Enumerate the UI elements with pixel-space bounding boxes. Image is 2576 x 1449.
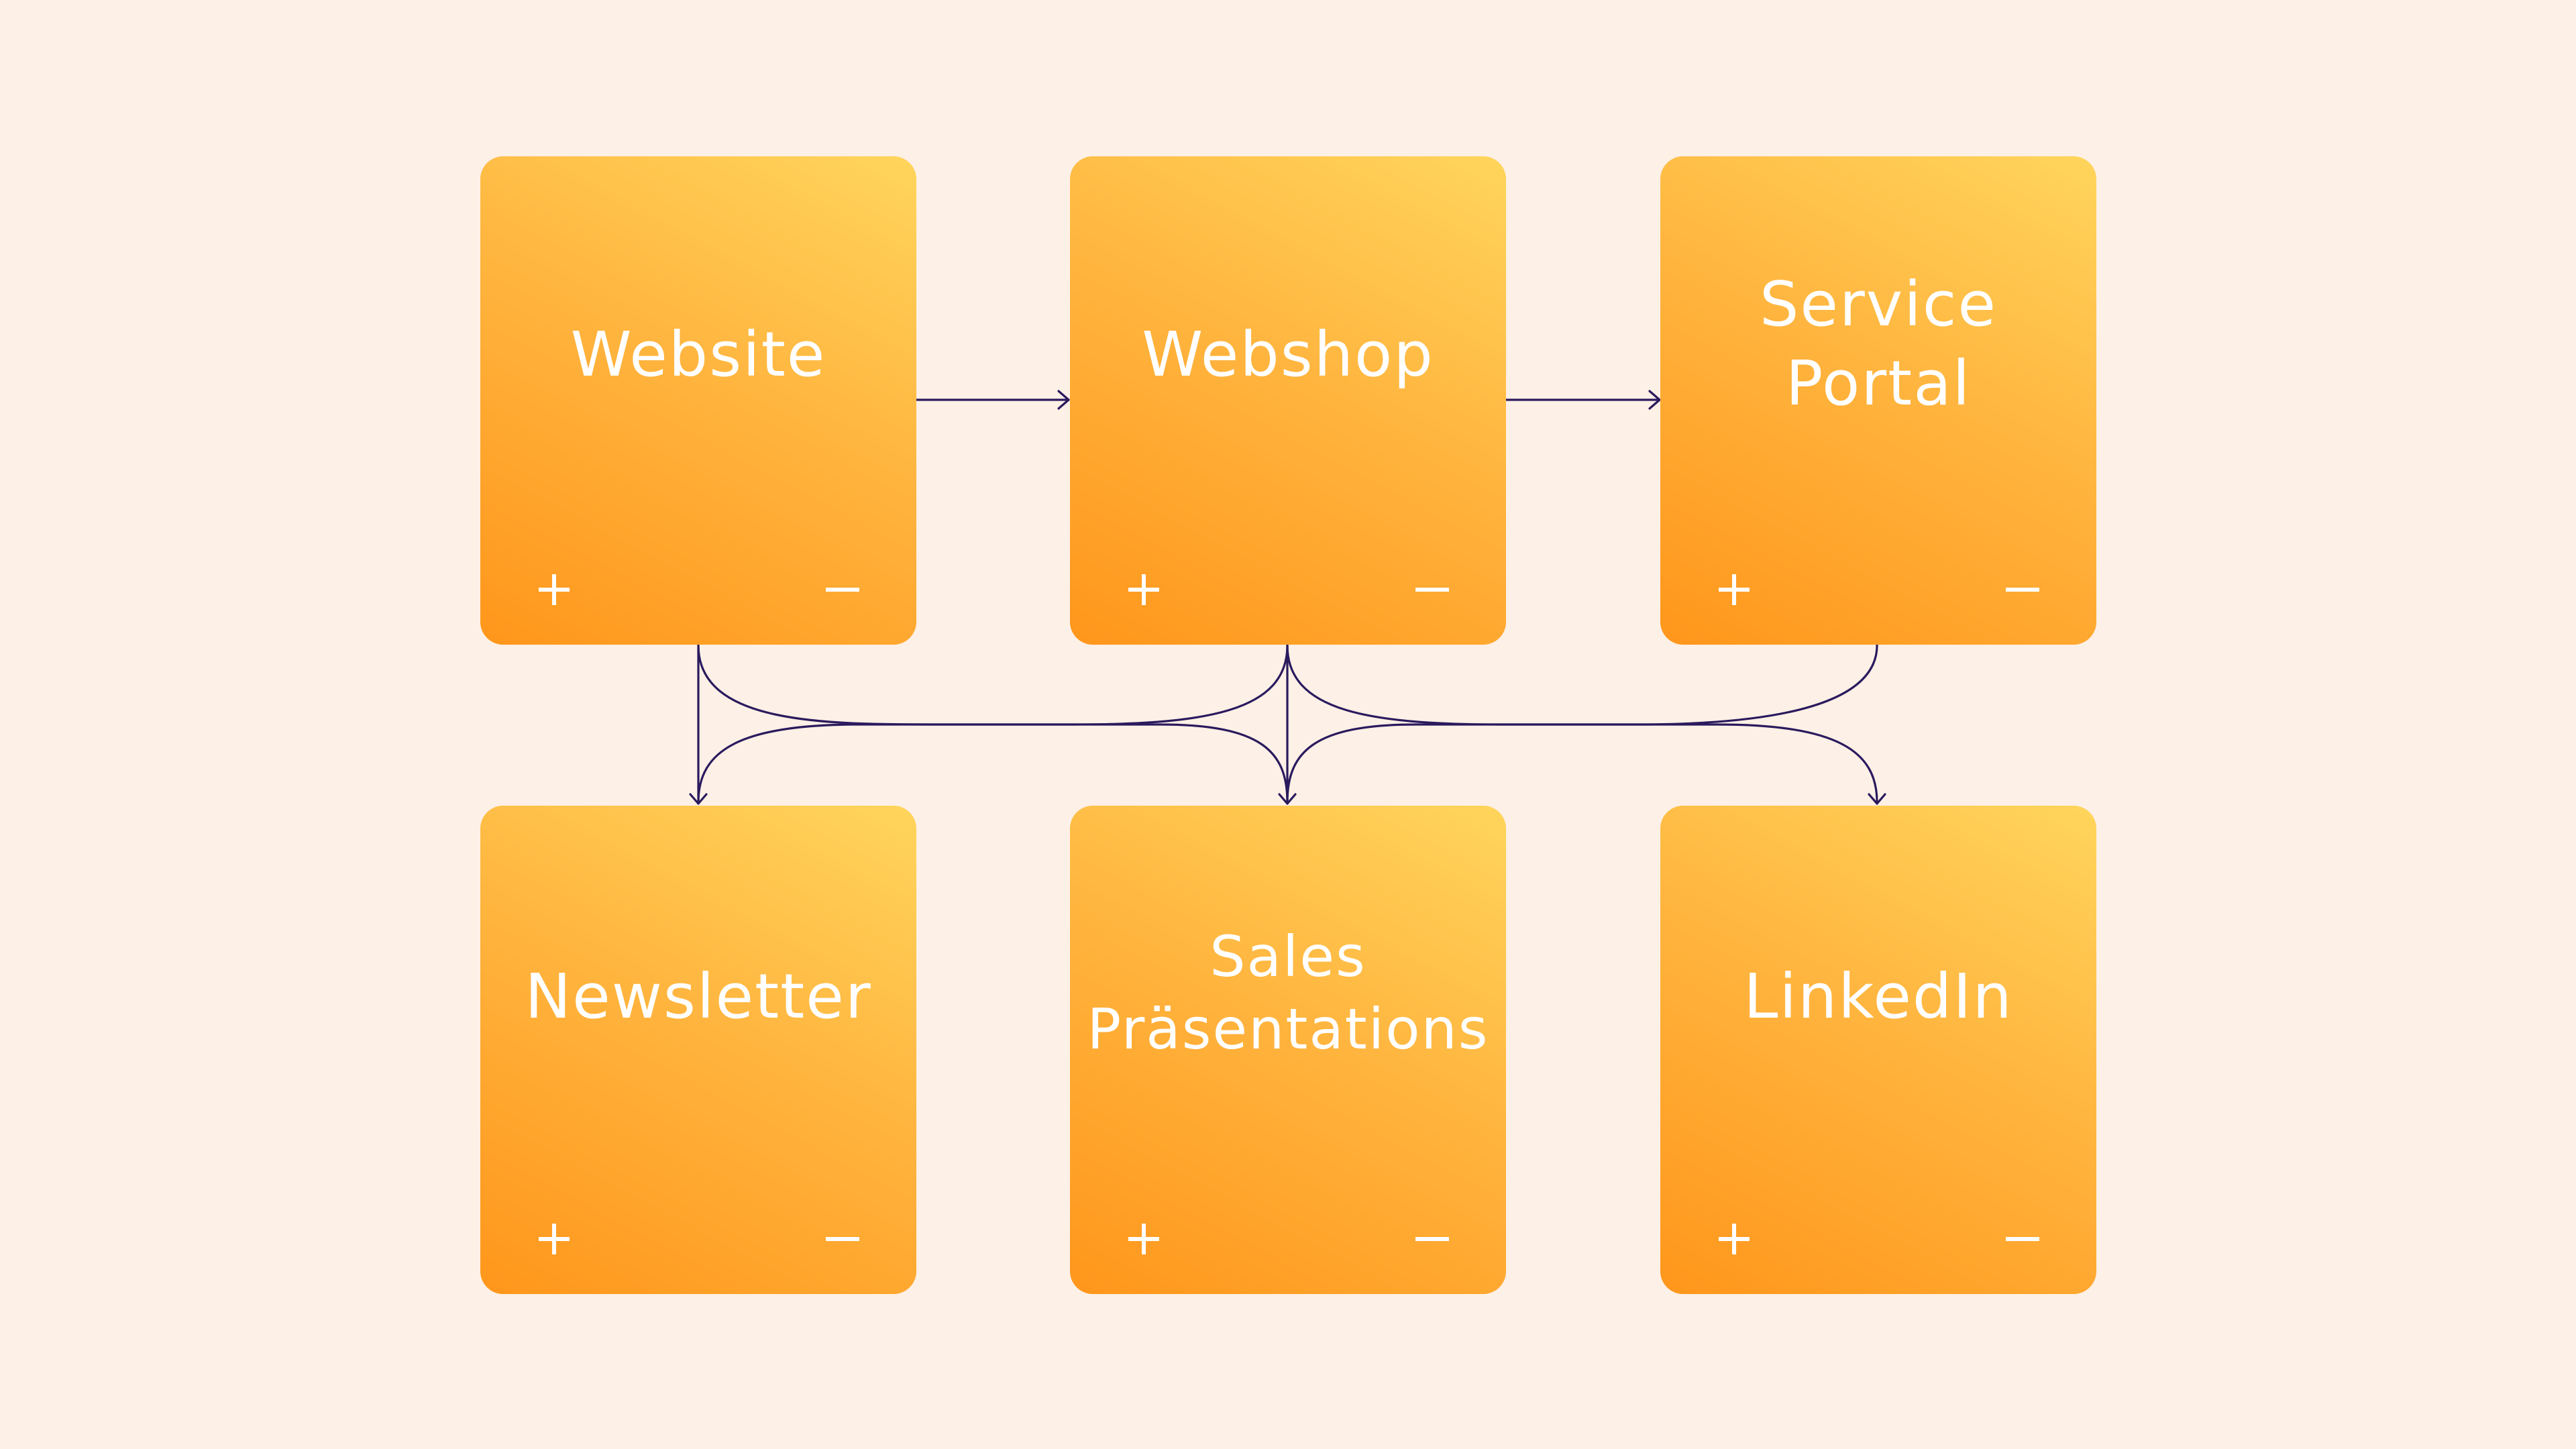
plus-icon[interactable] [1117, 1212, 1171, 1266]
arrowhead-webshop [1057, 390, 1070, 410]
card-service-portal[interactable]: Service Portal [1660, 156, 2096, 645]
minus-icon[interactable] [1996, 1212, 2049, 1266]
card-label: Newsletter [525, 961, 872, 1033]
card-webshop[interactable]: Webshop [1070, 156, 1506, 645]
card-label: Service Portal [1759, 268, 1997, 419]
plus-icon[interactable] [1707, 1212, 1761, 1266]
card-newsletter[interactable]: Newsletter [480, 806, 916, 1294]
card-label: Sales Präsentations [1087, 924, 1489, 1062]
plus-icon[interactable] [1117, 563, 1171, 616]
card-label: LinkedIn [1743, 961, 2013, 1033]
card-label: Website [570, 319, 826, 391]
plus-icon[interactable] [527, 1212, 581, 1266]
minus-icon[interactable] [816, 563, 869, 616]
card-linkedin[interactable]: LinkedIn [1660, 806, 2096, 1294]
card-website[interactable]: Website [480, 156, 916, 645]
minus-icon[interactable] [1996, 563, 2049, 616]
arrowhead-newsletter [689, 793, 708, 805]
arrowhead-sales [1278, 793, 1297, 805]
minus-icon[interactable] [816, 1212, 869, 1266]
connector-webshop-to-newsletter [697, 644, 1289, 804]
plus-icon[interactable] [527, 563, 581, 616]
minus-icon[interactable] [1405, 563, 1459, 616]
card-sales-presentations[interactable]: Sales Präsentations [1070, 806, 1506, 1294]
connector-service-portal-to-sales [1286, 644, 1878, 804]
card-label: Webshop [1142, 319, 1434, 391]
plus-icon[interactable] [1707, 563, 1761, 616]
arrowhead-service-portal [1648, 390, 1661, 410]
minus-icon[interactable] [1405, 1212, 1459, 1266]
arrowhead-linkedin [1868, 793, 1886, 805]
